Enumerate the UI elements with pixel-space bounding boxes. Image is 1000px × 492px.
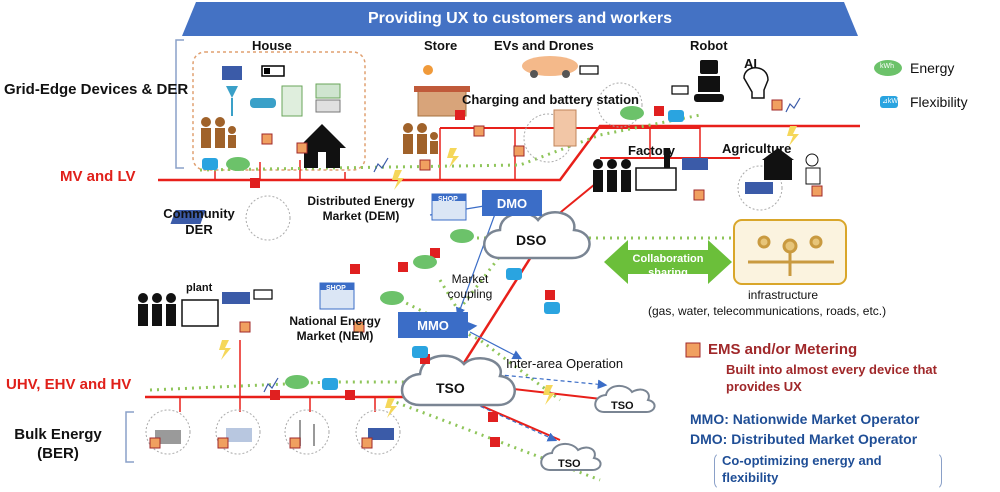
house-box: [192, 51, 366, 171]
plant-icon: [181, 289, 273, 327]
house-label: House: [252, 38, 292, 53]
legend-kwh-pill-text: kWh: [880, 63, 894, 70]
dmo-definition: DMO: Distributed Market Operator: [690, 431, 918, 447]
charging-label: Charging and battery station: [462, 92, 639, 107]
ems-title: EMS and/or Metering: [708, 341, 858, 358]
robot-circle: [597, 82, 643, 128]
banner-title: Providing UX to customers and workers: [367, 10, 673, 27]
collaboration-label: Collaboration sharing: [632, 253, 704, 279]
community-solar: [170, 210, 206, 224]
co-opt-line-2: flexibility: [722, 470, 779, 485]
tso-label-2: TSO: [558, 458, 581, 470]
co-opt-line-1: Co-optimizing energy and: [722, 453, 882, 468]
factory-label: Factory: [628, 143, 675, 158]
mv-lv-label: MV and LV: [60, 168, 136, 185]
shop-label-dem: SHOP: [438, 196, 458, 203]
house-icons: [222, 65, 346, 168]
barn-icon: [762, 148, 821, 185]
store-icon: [414, 65, 470, 117]
co-opt-bracket: [714, 452, 942, 490]
tso-cloud-1: [594, 385, 656, 413]
mv-drops: [214, 126, 701, 180]
tso-label-1: TSO: [611, 400, 634, 412]
factory-icon: [635, 148, 708, 191]
collaboration-arrow: [604, 240, 732, 284]
dmo-label: DMO: [496, 196, 528, 211]
infrastructure-label: infrastructure: [748, 288, 819, 302]
banner: Providing UX to customers and workers: [182, 2, 858, 36]
dem-label: Distributed Energy Market (DEM): [307, 194, 415, 223]
bulk-icons: [155, 420, 394, 446]
robot-label: Robot: [690, 38, 728, 53]
tso-cloud: [400, 354, 516, 407]
worker-icons: [138, 159, 631, 326]
agri-solar: [745, 182, 773, 194]
community-der-circle: [245, 195, 291, 241]
mmo-label: MMO: [417, 318, 449, 333]
ems-line-1: Built into almost every device that: [726, 362, 937, 377]
ems-line-2: provides UX: [726, 379, 802, 394]
lightning-icons: [219, 126, 799, 418]
charging-station-icon: [553, 109, 577, 147]
shop-icons: [319, 193, 467, 310]
chart-icons: [263, 97, 801, 393]
uhv-label: UHV, EHV and HV: [6, 376, 132, 393]
tso-cloud-2: [540, 443, 602, 471]
mv-lv-line: [158, 124, 860, 182]
inter-area-label: Inter-area Operation: [506, 356, 624, 371]
family-icons: [201, 117, 438, 154]
ems-chip-icons: [149, 99, 823, 449]
legend-flexibility: Flexibility: [910, 94, 968, 110]
plant-label: plant: [186, 282, 213, 294]
banner-shape: [182, 2, 858, 36]
uhv-drops: [179, 340, 376, 412]
bulk-circles: [145, 409, 401, 455]
community-der-label: Community DER: [163, 206, 235, 237]
evs-label: EVs and Drones: [494, 38, 594, 53]
agri-circle: [737, 165, 783, 211]
shop-label-nem: SHOP: [326, 285, 346, 292]
grid-edge-label: Grid-Edge Devices & DER: [4, 81, 189, 98]
infrastructure-pipes: [748, 235, 834, 276]
robot-icon: [671, 60, 724, 102]
store-label: Store: [424, 38, 458, 53]
bulk-bracket: [125, 411, 134, 463]
infrastructure-detail: (gas, water, telecommunications, roads, …: [648, 304, 887, 318]
mmo-box: [398, 312, 468, 338]
grid-edge-bracket: [175, 39, 184, 169]
bulk-label: Bulk Energy (BER): [14, 426, 102, 462]
nem-label: National Energy Market (NEM): [289, 314, 381, 343]
mmo-definition: MMO: Nationwide Market Operator: [690, 411, 920, 427]
dso-label: DSO: [516, 232, 547, 248]
ev-icon: [522, 56, 599, 78]
legend-energy: Energy: [910, 60, 955, 76]
dmo-box: [482, 190, 542, 216]
dso-cloud: [483, 211, 591, 260]
kwh-pills: [226, 60, 902, 389]
agriculture-label: Agriculture: [722, 141, 792, 156]
dkw-icons: [202, 96, 898, 390]
market-coupling-label: Market coupling: [447, 272, 493, 301]
legend-dkw-text: ⊿kW: [882, 98, 898, 105]
tso-label: TSO: [436, 380, 465, 396]
ai-label: AI: [744, 56, 757, 71]
yen-tags: [250, 106, 664, 447]
ai-head-icon: [743, 67, 769, 99]
